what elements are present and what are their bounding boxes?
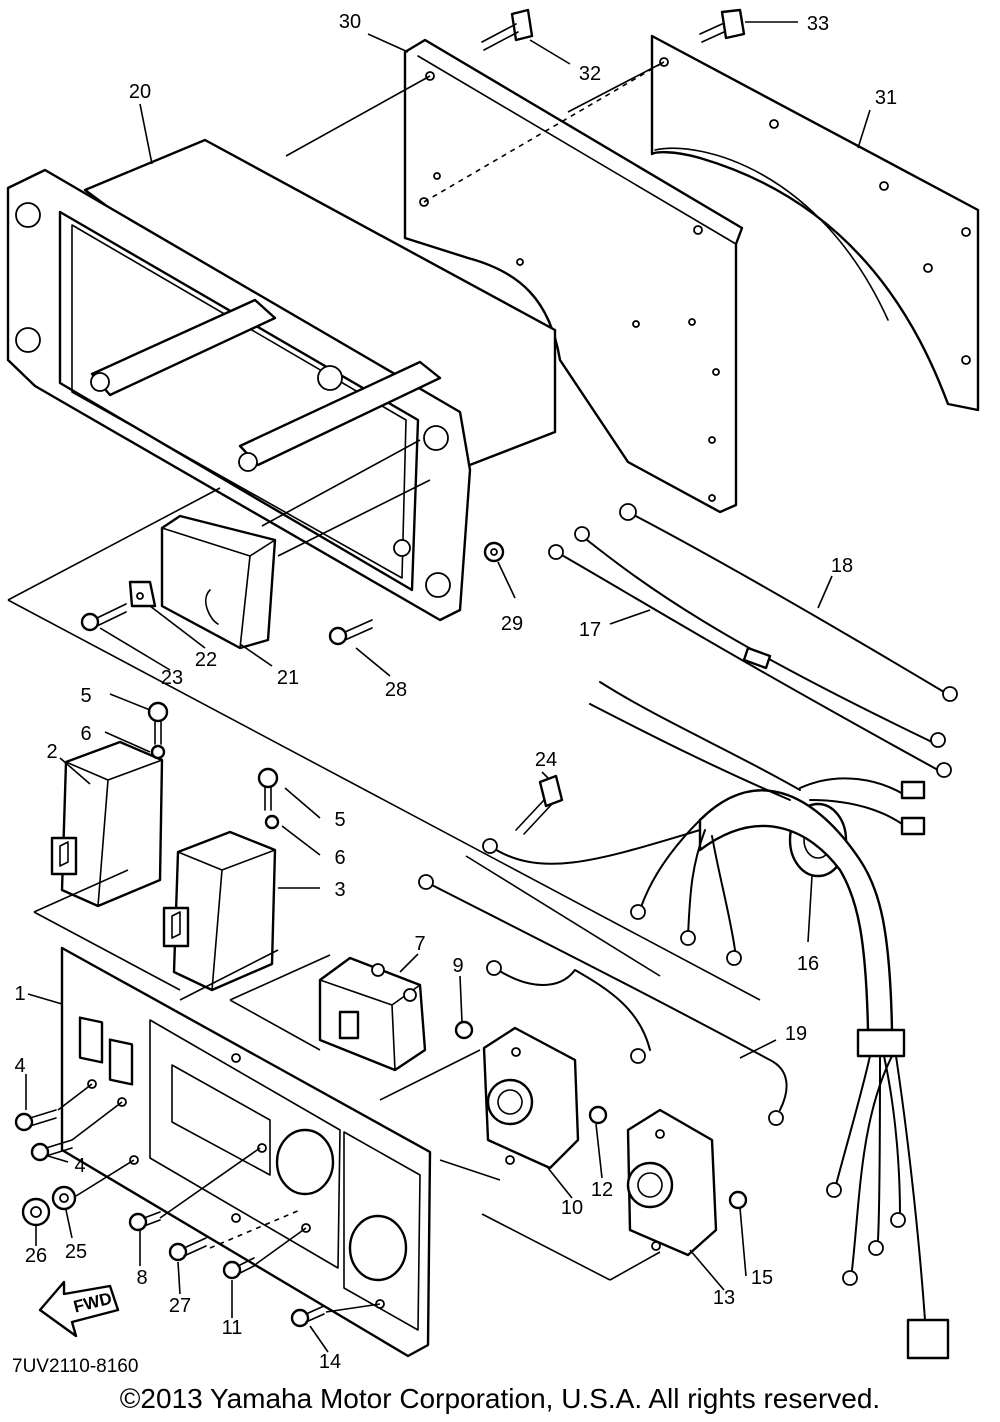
- breaker-screw-a: [147, 701, 169, 760]
- housing-screw: [328, 619, 373, 646]
- panel-screw-4a: [14, 1109, 57, 1132]
- rear-cover-panel: [650, 34, 980, 412]
- breaker-screw-b: [257, 767, 280, 830]
- callout-5a: 5: [80, 685, 91, 707]
- plate-screw: [481, 8, 534, 51]
- control-box-housing: [6, 138, 557, 622]
- callout-30: 30: [339, 11, 361, 33]
- callout-26: 26: [25, 1245, 47, 1267]
- callout-6a: 6: [80, 723, 91, 745]
- panel-screw-4b: [30, 1139, 73, 1162]
- callout-6b: 6: [334, 847, 345, 869]
- relay-block: [160, 514, 277, 650]
- lead-wire-17: [548, 526, 952, 778]
- callout-numbers: 30 32 33 31 20 18 17 29 28 21 22 23 5 6 …: [14, 11, 897, 1373]
- cover-screw: [699, 8, 746, 43]
- nut-9: [454, 1020, 474, 1040]
- callout-19: 19: [785, 1023, 807, 1045]
- callout-22: 22: [195, 649, 217, 671]
- housing-washer: [483, 541, 505, 563]
- callout-29: 29: [501, 613, 523, 635]
- nut-12: [588, 1105, 608, 1125]
- nut-26: [21, 1197, 51, 1227]
- lead-wire-18: [619, 503, 958, 702]
- callout-10: 10: [561, 1197, 583, 1219]
- twist-lock-receptacle-10: [482, 1026, 580, 1170]
- callout-13: 13: [713, 1287, 735, 1309]
- callout-7: 7: [414, 933, 425, 955]
- callout-1: 1: [14, 983, 25, 1005]
- panel-screw-14: [290, 1305, 325, 1328]
- callout-leaders: [25, 21, 871, 1353]
- fwd-arrow-icon: FWD: [38, 1280, 120, 1338]
- panel-screw-8: [128, 1211, 161, 1232]
- wire-harness: [589, 681, 950, 1360]
- callout-31: 31: [875, 87, 897, 109]
- panel-screw-27: [168, 1237, 207, 1262]
- callout-2: 2: [46, 741, 57, 763]
- callout-15: 15: [751, 1267, 773, 1289]
- callout-28: 28: [385, 679, 407, 701]
- callout-14: 14: [319, 1351, 341, 1373]
- callout-8: 8: [136, 1267, 147, 1289]
- callout-4a: 4: [14, 1055, 25, 1077]
- callout-18: 18: [831, 555, 853, 577]
- callout-23: 23: [161, 667, 183, 689]
- callout-17: 17: [579, 619, 601, 641]
- ground-wire: [482, 829, 701, 865]
- callout-4b: 4: [74, 1155, 85, 1177]
- circuit-breaker-2: [50, 740, 164, 908]
- callout-21: 21: [277, 667, 299, 689]
- copyright-notice: ©2013 Yamaha Motor Corporation, U.S.A. A…: [120, 1383, 880, 1414]
- mounting-plate: [403, 38, 744, 514]
- circuit-breaker-3: [162, 830, 277, 992]
- callout-9: 9: [452, 955, 463, 977]
- panel-screw-11: [222, 1257, 255, 1280]
- callout-32: 32: [579, 63, 601, 85]
- callout-16: 16: [797, 953, 819, 975]
- gfci-receptacle: [318, 956, 427, 1072]
- relay-bracket: [128, 580, 157, 608]
- callout-25: 25: [65, 1241, 87, 1263]
- callout-27: 27: [169, 1295, 191, 1317]
- callout-11: 11: [222, 1317, 243, 1339]
- callout-3: 3: [334, 879, 345, 901]
- callout-33: 33: [807, 13, 829, 35]
- callout-12: 12: [591, 1179, 613, 1201]
- twist-lock-receptacle-13: [626, 1108, 718, 1257]
- ground-screw-24: [515, 774, 564, 835]
- washer-25: [51, 1185, 77, 1211]
- front-control-panel: [60, 946, 432, 1358]
- nut-15: [728, 1190, 748, 1210]
- callout-24: 24: [535, 749, 557, 771]
- callout-5b: 5: [334, 809, 345, 831]
- assembly-lines: [7, 61, 761, 1313]
- relay-screw: [80, 603, 127, 632]
- diagram-code: 7UV2110-8160: [12, 1356, 138, 1377]
- lead-wire-19: [418, 874, 788, 1126]
- callout-20: 20: [129, 81, 151, 103]
